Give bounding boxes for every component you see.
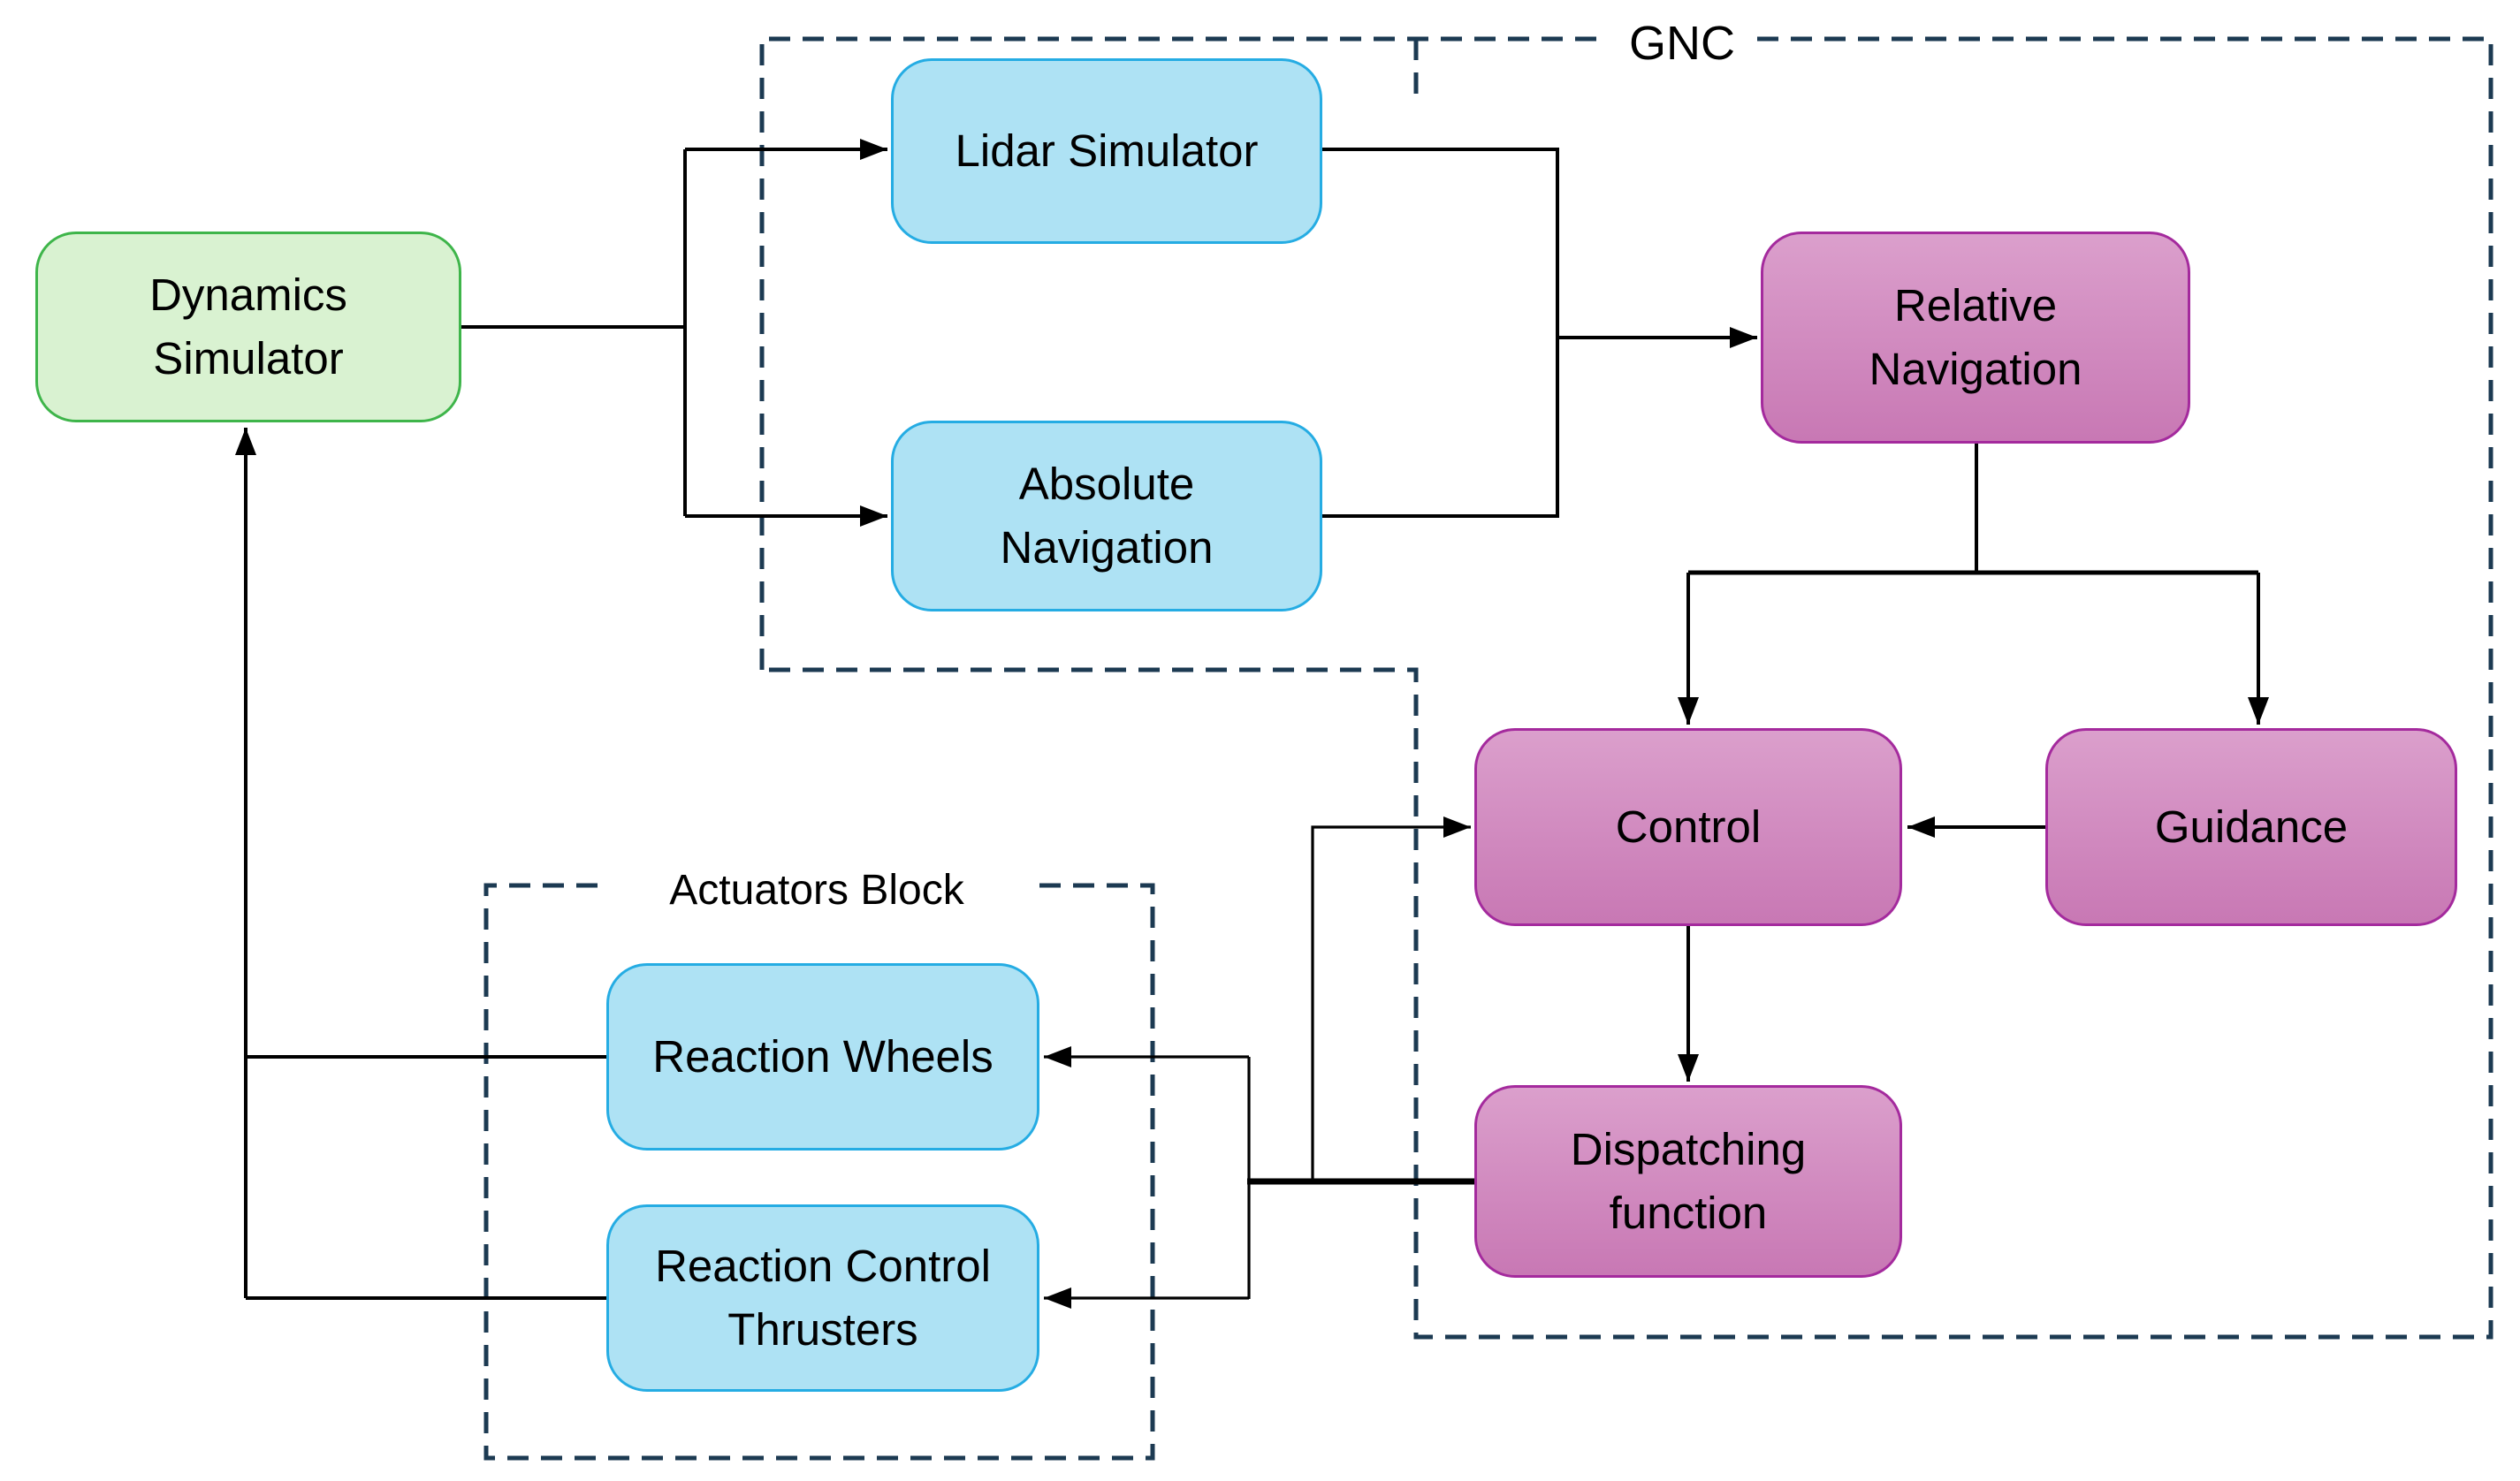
- node-dispatching-function: Dispatching function: [1474, 1085, 1902, 1278]
- actuators-group-label: Actuators Block: [669, 867, 964, 914]
- gnc-group-label: GNC: [1629, 17, 1735, 70]
- node-reaction-wheels: Reaction Wheels: [606, 963, 1039, 1151]
- gnc-boundary-left: [759, 36, 1607, 670]
- edge-feedback-to-control: [1311, 816, 1471, 1181]
- node-lidar-simulator: Lidar Simulator: [891, 58, 1322, 244]
- actuators-boundary: [483, 883, 1155, 1461]
- node-control: Control: [1474, 728, 1902, 926]
- gnc-boundary-main: [765, 36, 2493, 1340]
- node-reaction-control-thrusters: Reaction Control Thrusters: [606, 1204, 1039, 1392]
- node-guidance: Guidance: [2045, 728, 2457, 926]
- node-relative-navigation: Relative Navigation: [1761, 232, 2190, 444]
- node-dynamics-simulator: Dynamics Simulator: [35, 232, 461, 422]
- node-absolute-navigation: Absolute Navigation: [891, 421, 1322, 611]
